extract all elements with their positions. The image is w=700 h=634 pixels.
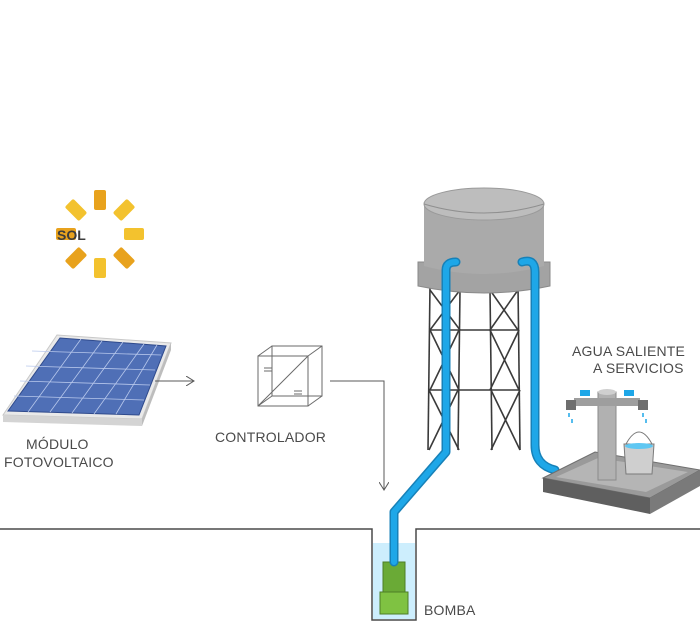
- outflow-label-line2: A SERVICIOS: [593, 360, 684, 376]
- controller-to-pump-arrow: [330, 380, 384, 490]
- water-tank: [417, 187, 551, 294]
- solar-panel: [2, 334, 172, 426]
- ground-line: [0, 528, 700, 621]
- sun-label: SOL: [57, 227, 86, 243]
- water-pipes: [389, 256, 560, 567]
- outflow-label-line1: AGUA SALIENTE: [572, 343, 686, 359]
- sun-icon: [56, 190, 144, 278]
- service-tap-station: [541, 389, 700, 514]
- controller-box: [257, 345, 323, 407]
- pump-label: BOMBA: [424, 602, 476, 618]
- module-label-line2: FOTOVOLTAICO: [4, 454, 114, 470]
- pump: [379, 561, 409, 615]
- module-label-line1: MÓDULO: [26, 436, 89, 452]
- controller-label: CONTROLADOR: [215, 429, 327, 445]
